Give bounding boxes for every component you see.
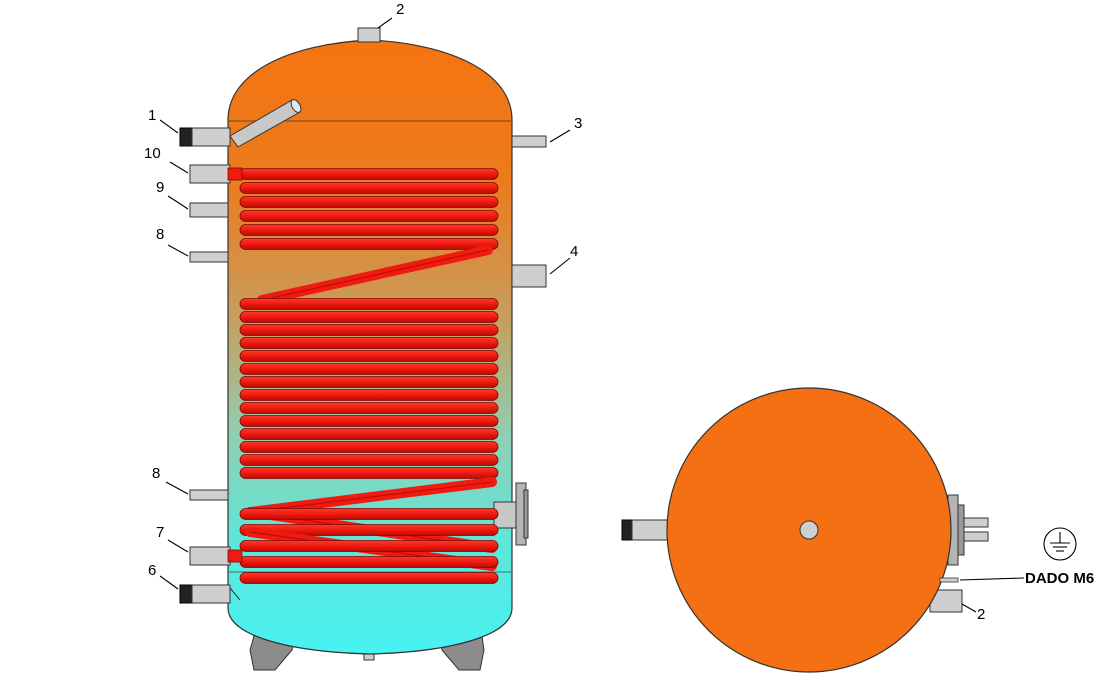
- ground-symbol-icon: [1043, 527, 1077, 561]
- connection-3: [511, 135, 547, 148]
- upper-coil-turn-5: [239, 238, 499, 250]
- connection-6: [191, 584, 231, 604]
- lower-coil-turn-4: [239, 572, 499, 584]
- middle-coil-turn-12: [239, 454, 499, 466]
- upper-coil-turn-3: [239, 210, 499, 222]
- upper-coil-turn-2: [239, 196, 499, 208]
- coil-inlet-10: [227, 167, 243, 181]
- ground-stud: [939, 577, 959, 583]
- side-view: 2 1 10 9 8 3 4 8: [144, 1, 582, 671]
- upper-coil-turn-1: [239, 182, 499, 194]
- upper-coil-transition-edge: [261, 249, 489, 301]
- connection-8-upper: [189, 251, 229, 263]
- top-fitting: [357, 27, 381, 43]
- middle-coil-turn-1: [239, 311, 499, 323]
- callout-label-8-upper: 8: [156, 226, 164, 243]
- callout-label-7: 7: [156, 524, 164, 541]
- connection-1: [191, 127, 231, 147]
- upper-coil-turn-0: [239, 168, 499, 180]
- callout-label-10: 10: [144, 145, 161, 162]
- middle-coil-turn-11: [239, 441, 499, 453]
- callout-9: 9: [156, 179, 189, 210]
- callout-7: 7: [156, 524, 189, 553]
- ground-label: DADO M6: [1025, 570, 1094, 587]
- callout-8-lower: 8: [152, 465, 189, 495]
- callout-6: 6: [148, 562, 179, 590]
- lower-coil-turn-0: [239, 508, 499, 520]
- middle-coil-transition-edge: [249, 481, 493, 513]
- middle-coil-turn-9: [239, 415, 499, 427]
- top-view: DADO M6 2: [621, 387, 1094, 673]
- middle-coil-turn-13: [239, 467, 499, 479]
- callout-label-6: 6: [148, 562, 156, 579]
- top-view-callout-2: 2: [961, 603, 985, 623]
- callout-label-9: 9: [156, 179, 164, 196]
- top-view-center-fitting: [799, 520, 819, 540]
- middle-coil-turn-5: [239, 363, 499, 375]
- dado-leader: [959, 577, 1025, 581]
- callout-8-upper: 8: [156, 226, 189, 257]
- callout-label-4: 4: [570, 243, 578, 260]
- connection-6-bend: [229, 587, 241, 601]
- middle-coil-turn-3: [239, 337, 499, 349]
- middle-coil-turn-4: [239, 350, 499, 362]
- connection-1-threaded: [179, 127, 193, 147]
- callout-1: 1: [148, 107, 179, 134]
- coil-inlet-7: [227, 549, 243, 563]
- top-view-left-threaded: [621, 519, 633, 541]
- heat-exchanger-coils: [227, 167, 499, 584]
- callout-label-8-lower: 8: [152, 465, 160, 482]
- callout-10: 10: [144, 145, 189, 174]
- connection-9: [189, 202, 229, 218]
- top-view-flange: [947, 494, 989, 566]
- middle-coil-turn-10: [239, 428, 499, 440]
- dip-tube-end: [290, 99, 302, 113]
- callout-label-1: 1: [148, 107, 156, 124]
- callout-label-3: 3: [574, 115, 582, 132]
- lower-coil-turn-1: [239, 524, 499, 536]
- lower-coil-turn-3: [239, 556, 499, 568]
- flange-right: [493, 482, 529, 546]
- connection-6-threaded: [179, 584, 193, 604]
- connection-10: [189, 164, 231, 184]
- callout-2-top: 2: [377, 1, 404, 29]
- callout-label-2: 2: [396, 1, 404, 18]
- middle-coil-turn-0: [239, 298, 499, 310]
- middle-coil-turn-2: [239, 324, 499, 336]
- top-view-callout-label-2: 2: [977, 606, 985, 623]
- connection-8-lower: [189, 489, 229, 501]
- upper-coil-turn-4: [239, 224, 499, 236]
- middle-coil-turn-8: [239, 402, 499, 414]
- callout-4: 4: [549, 243, 578, 275]
- middle-coil-turn-7: [239, 389, 499, 401]
- callout-3: 3: [549, 115, 582, 143]
- middle-coil-turn-6: [239, 376, 499, 388]
- lower-coil-turn-2: [239, 540, 499, 552]
- connection-7: [189, 546, 231, 566]
- connection-4: [511, 264, 547, 288]
